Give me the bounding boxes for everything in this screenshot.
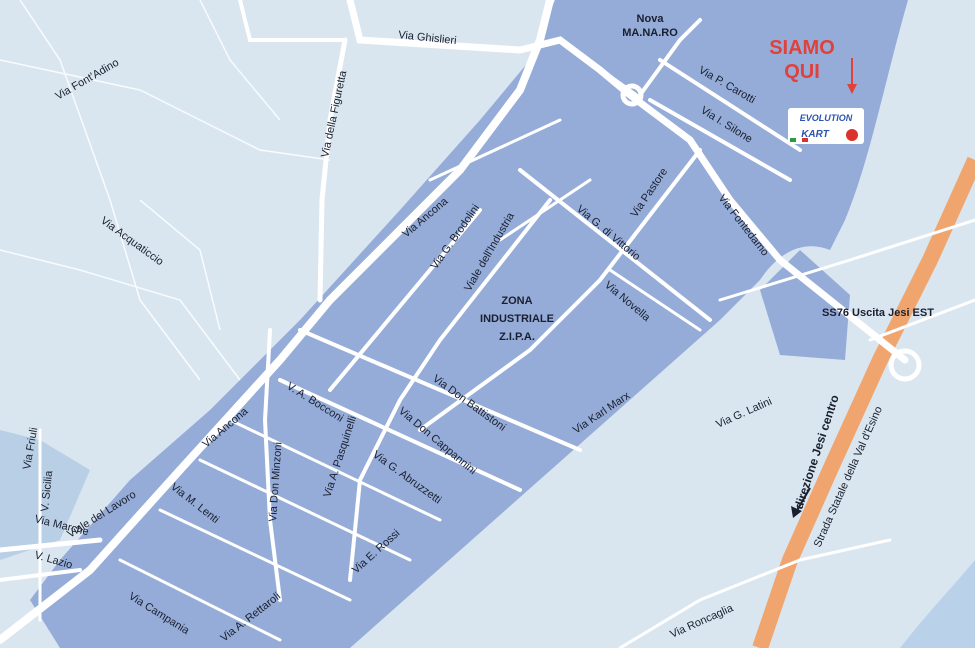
minor-roads bbox=[0, 0, 331, 381]
place-label-manaro: MA.NA.RO bbox=[622, 27, 678, 39]
river bbox=[900, 560, 975, 648]
logo-line1: EVOLUTION bbox=[800, 113, 853, 123]
highway-ss76 bbox=[752, 156, 975, 648]
urban-area bbox=[0, 430, 90, 560]
evolution-kart-logo: EVOLUTION KART bbox=[788, 108, 864, 144]
roundabout-exit bbox=[888, 348, 922, 382]
place-label-nova: Nova bbox=[637, 13, 665, 25]
zone-label-3: Z.I.P.A. bbox=[499, 331, 535, 343]
street-minzoni: Via Don Minzoni bbox=[267, 442, 285, 523]
street-sicilia: V. Sicilia bbox=[39, 469, 55, 512]
exit-label: SS76 Uscita Jesi EST bbox=[822, 307, 934, 319]
zone-label-1: ZONA bbox=[501, 295, 532, 307]
siamo-label: SIAMO bbox=[769, 37, 835, 59]
arrow-direction-icon bbox=[791, 487, 811, 518]
logo-line2: KART bbox=[801, 129, 829, 140]
arrow-down-icon bbox=[847, 58, 857, 94]
qui-label: QUI bbox=[784, 61, 820, 83]
roundabout-manaro bbox=[620, 83, 644, 107]
industrial-zone-east bbox=[760, 250, 850, 360]
zone-label-2: INDUSTRIALE bbox=[480, 313, 554, 325]
